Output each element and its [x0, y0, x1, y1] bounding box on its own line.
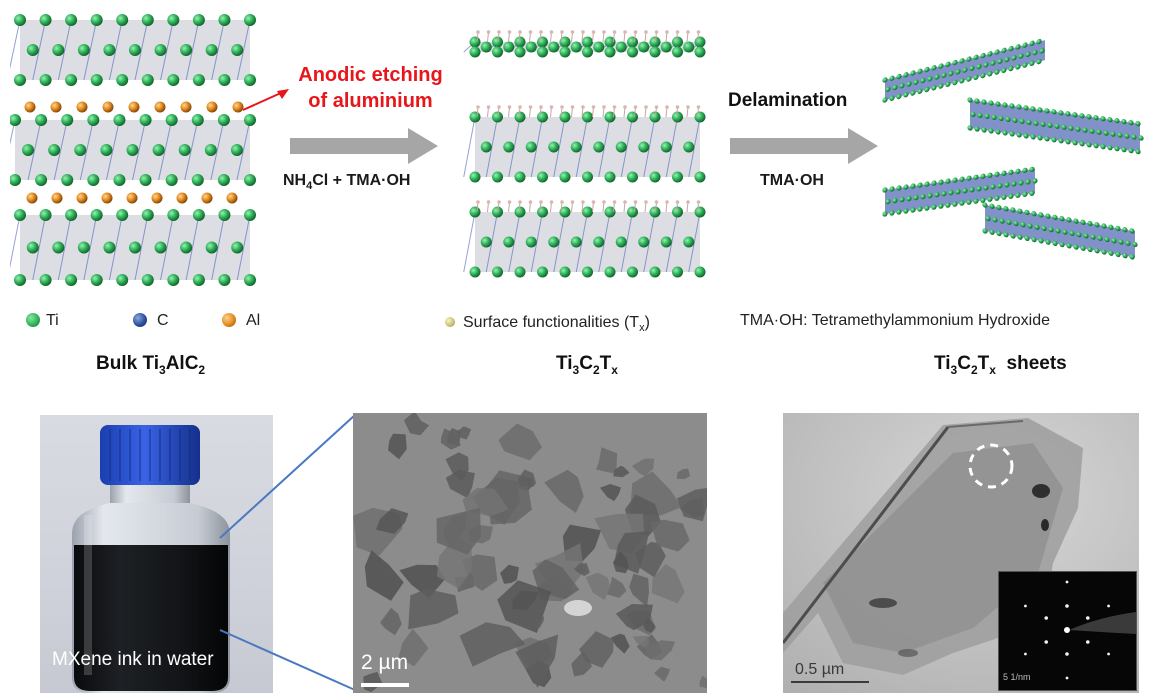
- etching-reagent: NH4Cl + TMA·OH: [283, 172, 411, 193]
- ti-atom-icon: [26, 313, 40, 327]
- etching-arrow: [290, 128, 438, 164]
- delamination-arrow: [730, 128, 878, 164]
- sem-image: 2 µm: [353, 413, 707, 693]
- ti3c2tx-structure: [455, 10, 720, 300]
- surface-atom-icon: [445, 317, 455, 327]
- legend-ti: Ti: [26, 312, 59, 330]
- c-atom-icon: [133, 313, 147, 327]
- title-bulk: Bulk Ti3AlC2: [96, 353, 206, 377]
- bulk-ti3alc2-structure: [10, 10, 260, 300]
- sem-scale-bar: [361, 683, 409, 687]
- legend-tma: TMA·OH: Tetramethylammonium Hydroxide: [740, 312, 1051, 329]
- anodic-etching-label: Anodic etching of aluminium: [283, 62, 458, 114]
- title-mxene: Ti3C2Tx: [556, 353, 618, 377]
- anodic-etching-line2: of aluminium: [308, 90, 433, 112]
- anodic-etching-line1: Anodic etching: [298, 64, 443, 86]
- sem-scale-label: 2 µm: [361, 651, 409, 674]
- legend-al: Al: [222, 312, 260, 330]
- delamination-label: Delamination: [728, 90, 848, 111]
- photo-caption: MXene ink in water: [52, 649, 214, 670]
- tem-image: 0.5 µm 5 1/nm: [783, 413, 1139, 693]
- tem-scale-bar: [791, 681, 869, 683]
- tem-scale-label: 0.5 µm: [795, 661, 845, 678]
- zoom-connector-lines: [219, 414, 356, 691]
- mxene-ink-photo: MXene ink in water: [40, 415, 273, 693]
- delamination-reagent: TMA·OH: [760, 172, 824, 189]
- al-atom-icon: [222, 313, 236, 327]
- selected-area-circle: [968, 443, 1014, 489]
- title-sheets: Ti3C2Tx sheets: [934, 353, 1067, 377]
- saed-scale-label: 5 1/nm: [1003, 672, 1031, 682]
- saed-pattern-inset: 5 1/nm: [998, 571, 1137, 691]
- red-pointer-arrow: [242, 89, 289, 111]
- legend-surface-functionalities: Surface functionalities (Tx): [445, 314, 650, 334]
- legend-c: C: [133, 312, 169, 330]
- ti3c2tx-sheets-structure: [875, 30, 1165, 260]
